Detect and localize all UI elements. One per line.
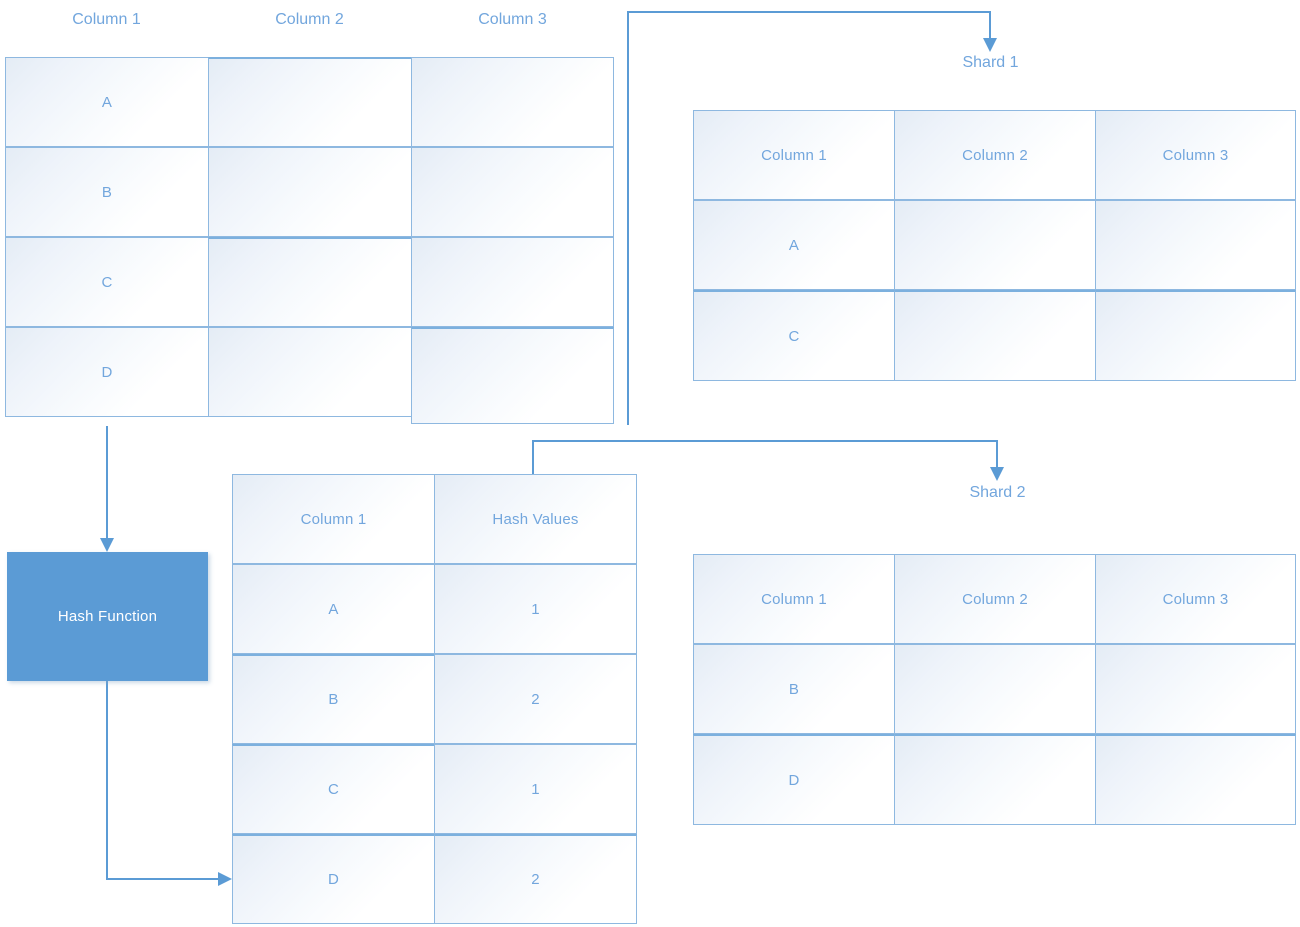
source-table-cell-r4c1[interactable]: D [5, 327, 209, 417]
source-table-cell-r2c3[interactable] [411, 147, 614, 237]
source-table-cell-r3c3[interactable] [411, 237, 614, 327]
hash-table-header-col1: Column 1 [232, 474, 435, 564]
source-table-cell-r1c1[interactable]: A [5, 57, 209, 147]
shard-1-header-col3: Column 3 [1095, 110, 1296, 200]
shard-2-cell-r1c1[interactable]: B [693, 644, 895, 734]
hash-table-cell-r4c2[interactable]: 2 [434, 834, 637, 924]
shard-2-header-col2: Column 2 [894, 554, 1096, 644]
shard-2-cell-r1c3[interactable] [1095, 644, 1296, 734]
hash-function-box[interactable]: Hash Function [7, 552, 208, 681]
shard-2-header-col3: Column 3 [1095, 554, 1296, 644]
shard-1-cell-r2c1[interactable]: C [693, 290, 895, 381]
shard-1-cell-r2c2[interactable] [894, 290, 1096, 381]
source-table-cell-r2c1[interactable]: B [5, 147, 209, 237]
source-table-cell-r1c2[interactable] [208, 57, 412, 147]
hash-table-cell-r2c1[interactable]: B [232, 654, 435, 744]
hash-table-cell-r3c2[interactable]: 1 [434, 744, 637, 834]
shard-2-cell-r2c1[interactable]: D [693, 734, 895, 825]
connector-source-to-hash-function [100, 426, 114, 552]
shard-2-cell-r2c3[interactable] [1095, 734, 1296, 825]
hash-table-cell-r2c2[interactable]: 2 [434, 654, 637, 744]
shard-2-cell-r1c2[interactable] [894, 644, 1096, 734]
source-table-header-col1: Column 1 [72, 11, 141, 28]
hash-table-cell-r4c1[interactable]: D [232, 834, 435, 924]
shard-1-header-col1: Column 1 [693, 110, 895, 200]
shard-2-header-col1: Column 1 [693, 554, 895, 644]
hash-table-cell-r3c1[interactable]: C [232, 744, 435, 834]
shard-1-cell-r1c2[interactable] [894, 200, 1096, 290]
shard-1-cell-r1c3[interactable] [1095, 200, 1296, 290]
source-table-cell-r2c2[interactable] [208, 147, 412, 237]
shard-1-header-col2: Column 2 [894, 110, 1096, 200]
source-table-cell-r4c3[interactable] [411, 327, 614, 424]
shard-1-cell-r1c1[interactable]: A [693, 200, 895, 290]
source-table-cell-r4c2[interactable] [208, 327, 412, 417]
hash-table-cell-r1c1[interactable]: A [232, 564, 435, 654]
shard-2-cell-r2c2[interactable] [894, 734, 1096, 825]
source-table-cell-r3c2[interactable] [208, 237, 412, 327]
source-table-header-col3: Column 3 [478, 11, 547, 28]
source-table-cell-r1c3[interactable] [411, 57, 614, 147]
hash-table-cell-r1c2[interactable]: 1 [434, 564, 637, 654]
hash-table-header-col2: Hash Values [434, 474, 637, 564]
connector-hash-function-to-hash-table [106, 681, 232, 886]
shard-1-cell-r2c3[interactable] [1095, 290, 1296, 381]
shard-1-label: Shard 1 [962, 54, 1019, 71]
source-table-cell-r3c1[interactable]: C [5, 237, 209, 327]
shard-2-label: Shard 2 [969, 484, 1026, 501]
source-table-header-col2: Column 2 [275, 11, 344, 28]
